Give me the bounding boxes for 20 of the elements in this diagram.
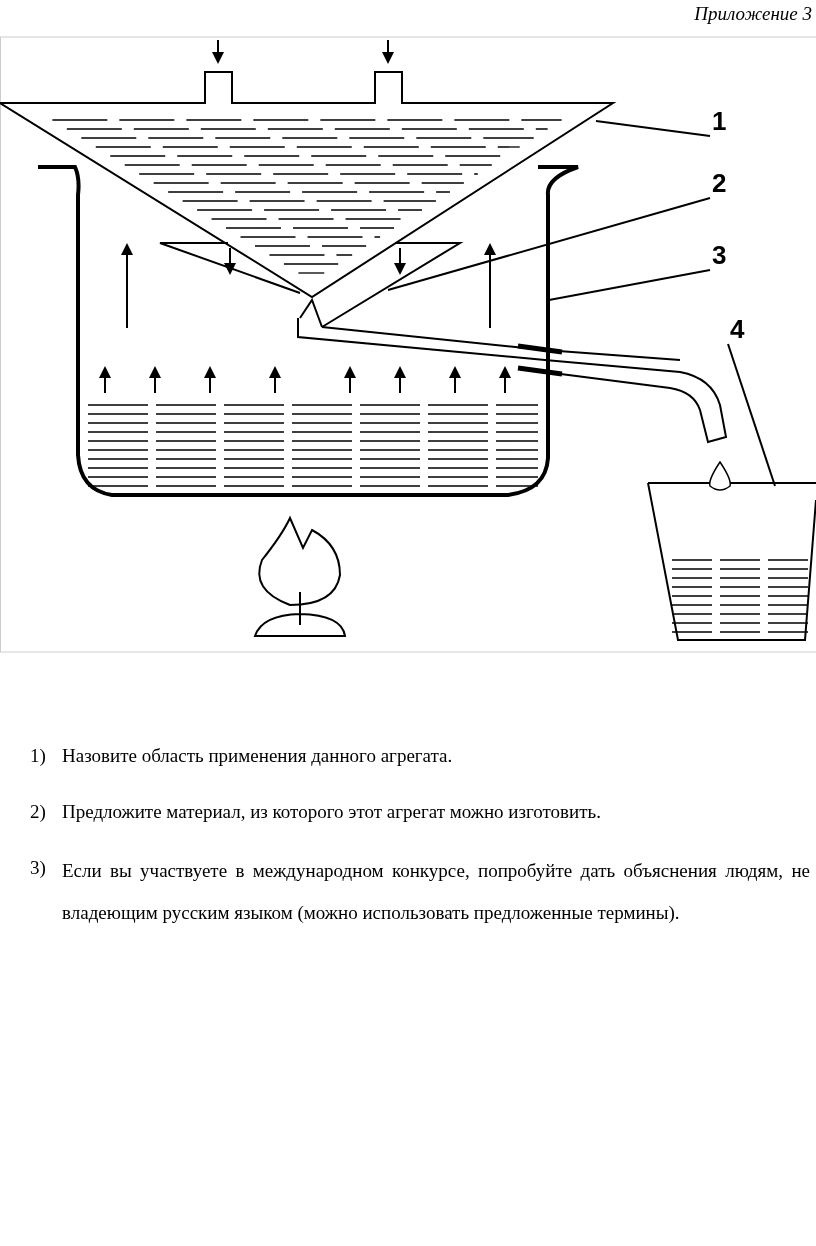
leader-line: [548, 269, 711, 301]
bucket-drawing: [647, 482, 816, 641]
callout-number: 3: [710, 242, 729, 268]
callout-number: 2: [710, 170, 729, 196]
callout-number: 4: [728, 316, 747, 342]
pot-drawing: [38, 165, 580, 497]
leader-line: [387, 197, 711, 291]
list-number: 1): [30, 744, 46, 768]
question-text: Предложите материал, из которого этот агрегат можно изготовить.: [62, 800, 602, 824]
collector-tray-drawing: [159, 242, 464, 328]
question-text: Назовите область применения данного агрегата.: [62, 744, 454, 768]
list-number: 3): [30, 856, 46, 880]
leader-line: [595, 120, 711, 137]
page-note: Приложение 3: [694, 2, 812, 26]
cooling-funnel-drawing: [0, 71, 617, 299]
drain-pipe-drawing: [297, 317, 727, 443]
leader-line: [727, 343, 776, 487]
question-text: Если вы участвуете в международном конкурсе, попробуйте дать объяснения людям, не владеющим русским языком (можно использовать предложенные термины).: [62, 859, 810, 925]
callout-number: 1: [710, 108, 729, 134]
list-number: 2): [30, 800, 46, 824]
